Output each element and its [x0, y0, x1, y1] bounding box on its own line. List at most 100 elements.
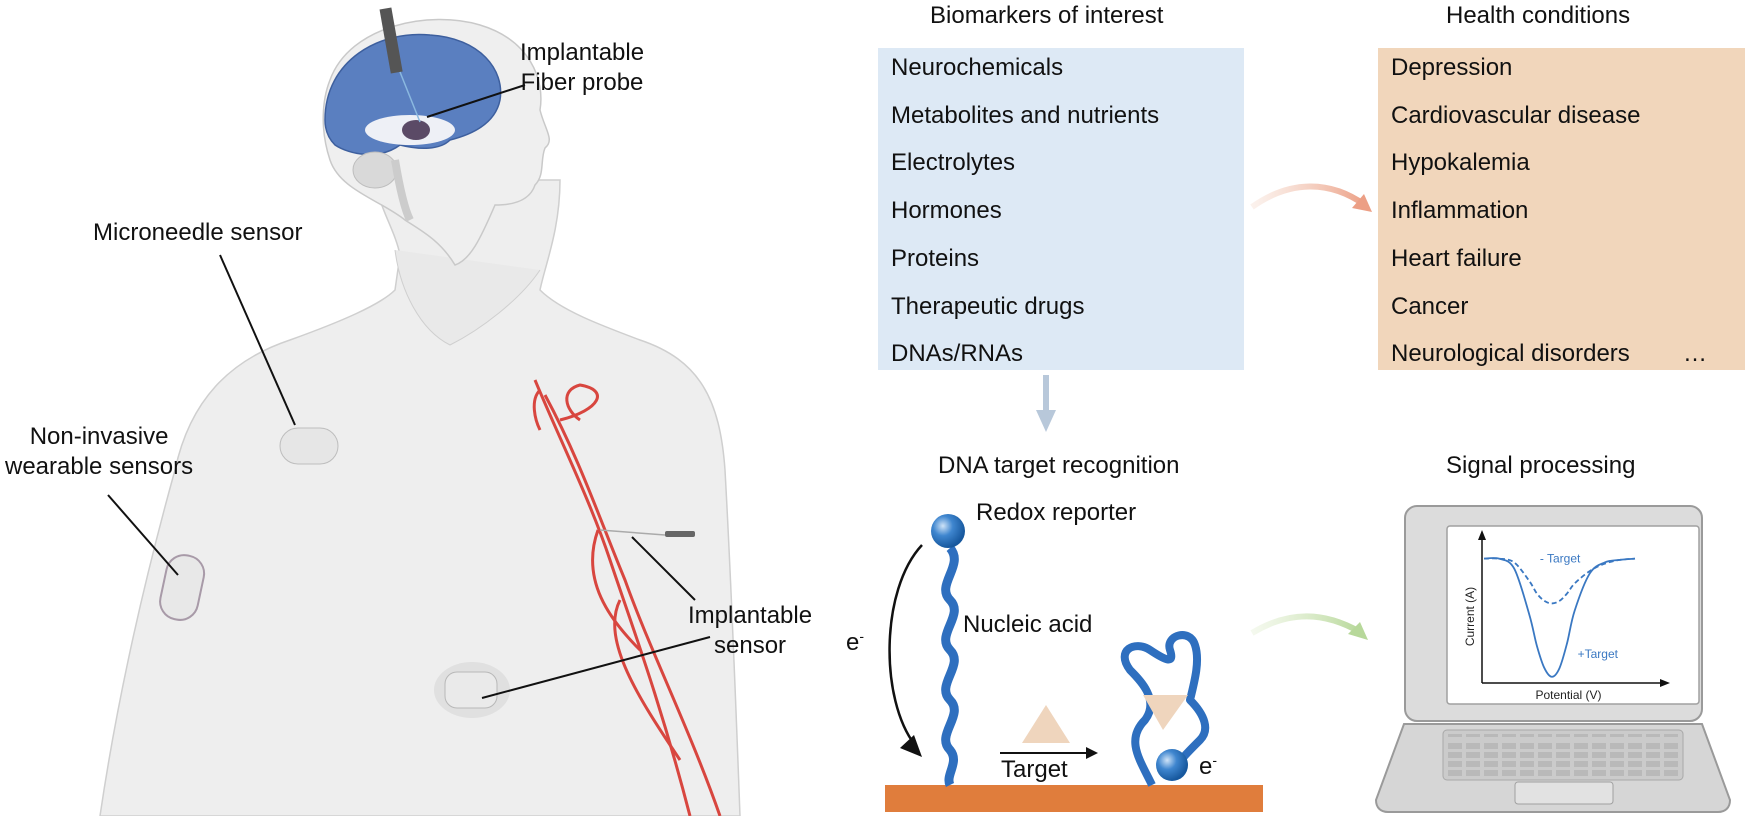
keyboard-key — [1502, 743, 1516, 749]
keyboard-key — [1484, 743, 1498, 749]
keyboard-key — [1628, 761, 1642, 767]
keyboard-key — [1538, 761, 1552, 767]
label-fiber-probe-line1: Implantable — [520, 39, 645, 66]
microneedle-patch — [279, 427, 339, 465]
keyboard-key — [1466, 770, 1480, 776]
biomarker-item: DNAs/RNAs — [891, 340, 1024, 368]
nucleic-acid-strand — [941, 545, 959, 788]
neck — [394, 249, 541, 346]
keyboard-key — [1538, 770, 1552, 776]
keyboard-key — [1574, 770, 1588, 776]
keyboard-key — [1556, 752, 1570, 758]
signal-processing-title: Signal processing — [1446, 452, 1636, 479]
electron-label: e- — [846, 628, 864, 658]
keyboard-key — [1466, 752, 1480, 758]
legend-minus-target: - Target — [1540, 552, 1581, 566]
keyboard-key — [1520, 770, 1534, 776]
keyboard-key — [1520, 743, 1534, 749]
label-fiber-probe: Implantable Fiber probe — [520, 38, 644, 98]
abdominal-sensor — [444, 671, 498, 709]
keyboard-key — [1520, 752, 1534, 758]
electron-label-bound: e- — [1199, 752, 1217, 782]
fiber-probe — [379, 7, 403, 74]
keyboard-key — [1466, 761, 1480, 767]
keyboard-key — [1592, 770, 1606, 776]
keyboard-key — [1502, 770, 1516, 776]
x-axis-arrow — [1660, 679, 1670, 687]
keyboard-key — [1610, 743, 1624, 749]
keyboard-key — [1484, 761, 1498, 767]
keyboard-key — [1448, 770, 1462, 776]
keyboard-key — [1538, 734, 1552, 737]
health-condition-item: Neurological disorders — [1391, 340, 1630, 368]
keyboard-key — [1664, 770, 1678, 776]
biomarkers-title: Biomarkers of interest — [930, 2, 1164, 29]
keyboard-key — [1610, 770, 1624, 776]
keyboard-key — [1556, 770, 1570, 776]
keyboard-key — [1448, 752, 1462, 758]
keyboard-key — [1502, 752, 1516, 758]
keyboard-key — [1646, 743, 1660, 749]
keyboard-key — [1448, 734, 1462, 737]
keyboard-keys — [1448, 734, 1678, 776]
keyboard-key — [1646, 770, 1660, 776]
health-condition-item: Depression — [1391, 54, 1513, 81]
keyboard-key — [1574, 734, 1588, 737]
dna-recognition-title: DNA target recognition — [938, 452, 1180, 479]
keyboard-key — [1502, 734, 1516, 737]
health-condition-item: Hypokalemia — [1391, 149, 1530, 177]
keyboard-key — [1592, 734, 1606, 737]
redox-reporter-ball — [931, 514, 965, 548]
keyboard-key — [1610, 734, 1624, 737]
redox-reporter-label: Redox reporter — [976, 499, 1137, 526]
target-label: Target — [1001, 756, 1068, 783]
health-condition-item: Inflammation — [1391, 197, 1529, 225]
keyboard-key — [1484, 734, 1498, 737]
arrow-to-signal — [1250, 613, 1362, 636]
blood-vessels — [532, 379, 722, 816]
health-condition-item: Cancer — [1391, 292, 1469, 320]
arrow-to-dna — [1043, 375, 1049, 410]
keyboard-key — [1592, 752, 1606, 758]
health-conditions-title: Health conditions — [1446, 2, 1631, 29]
keyboard-key — [1484, 752, 1498, 758]
y-axis-arrow — [1478, 530, 1486, 540]
keyboard-key — [1556, 734, 1570, 737]
biomarker-item: Electrolytes — [891, 149, 1016, 177]
keyboard-key — [1592, 761, 1606, 767]
target-triangle — [1022, 705, 1070, 743]
keyboard-key — [1484, 770, 1498, 776]
keyboard-key — [1556, 743, 1570, 749]
keyboard-key — [1520, 761, 1534, 767]
biomarker-item: Hormones — [891, 197, 1002, 225]
electrode — [885, 785, 1263, 812]
x-axis-label: Potential (V) — [1535, 688, 1601, 702]
electron-e: e — [846, 629, 860, 656]
keyboard-key — [1448, 761, 1462, 767]
keyboard-key — [1610, 761, 1624, 767]
biomarker-item: Proteins — [891, 244, 980, 272]
keyboard-key — [1628, 743, 1642, 749]
bound-target-triangle — [1143, 695, 1188, 730]
label-implantable-line2: sensor — [714, 632, 787, 659]
biomarker-item: Neurochemicals — [891, 54, 1064, 81]
keyboard-key — [1646, 752, 1660, 758]
health-condition-item: Cardiovascular disease — [1391, 101, 1641, 129]
keyboard-key — [1646, 734, 1660, 737]
keyboard-key — [1538, 752, 1552, 758]
label-implantable: Implantable sensor — [688, 601, 812, 661]
keyboard-key — [1448, 743, 1462, 749]
wearable-sensor — [159, 554, 206, 621]
keyboard-key — [1610, 752, 1624, 758]
keyboard-key — [1664, 752, 1678, 758]
keyboard-key — [1646, 761, 1660, 767]
keyboard-key — [1628, 734, 1642, 737]
keyboard-key — [1592, 743, 1606, 749]
series-line-minus-target — [1483, 557, 1636, 605]
label-implantable-line1: Implantable — [688, 602, 813, 629]
biomarker-item: Therapeutic drugs — [891, 292, 1085, 320]
electron-e-bound: e — [1199, 753, 1213, 780]
